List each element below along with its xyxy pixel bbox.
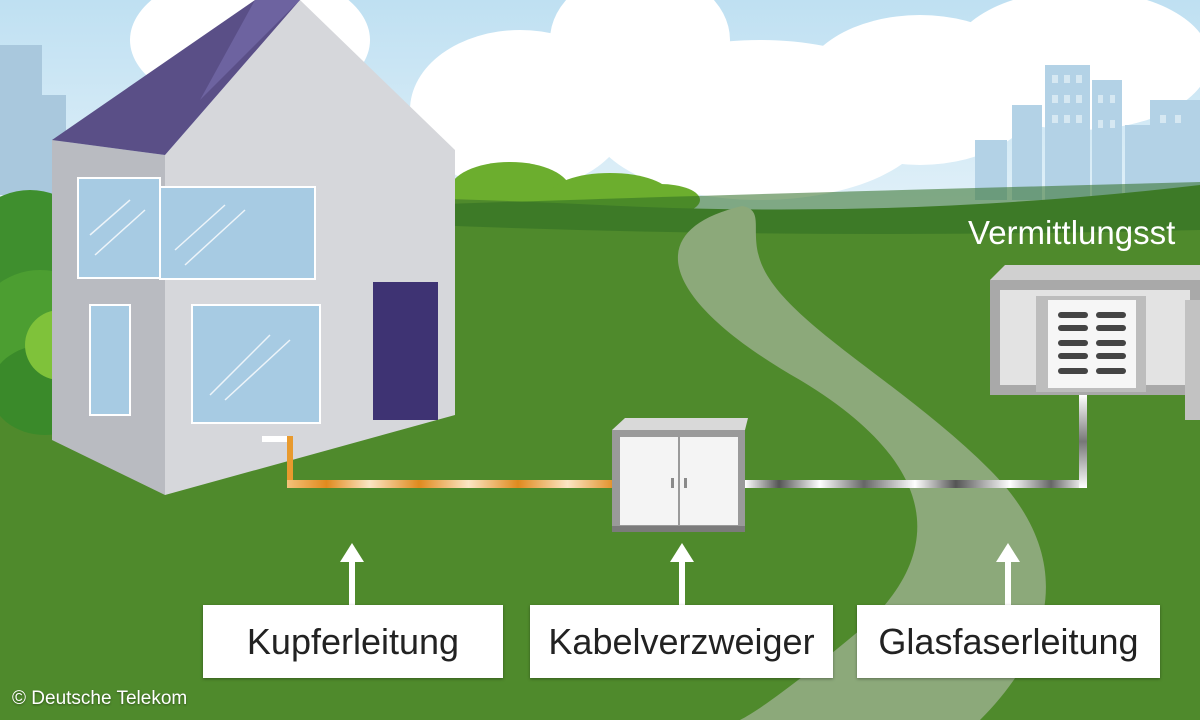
cable-distributor-cabinet xyxy=(612,418,748,532)
grass-shade xyxy=(420,182,1200,234)
arrow-up-icon xyxy=(670,543,694,605)
fiber-line-label: Glasfaserleitung xyxy=(857,605,1160,678)
copyright-notice: © Deutsche Telekom xyxy=(12,688,188,709)
exchange-building xyxy=(990,265,1200,420)
cable-distributor-label: Kabelverzweiger xyxy=(530,605,833,678)
copper-line-label: Kupferleitung xyxy=(203,605,503,678)
path xyxy=(677,206,1046,720)
city-windows xyxy=(1052,75,1181,128)
fiber-line xyxy=(745,395,1087,488)
arrow-up-icon xyxy=(996,543,1020,605)
arrow-up-icon xyxy=(340,543,364,605)
house xyxy=(52,0,455,495)
copper-line xyxy=(262,436,617,488)
arrows xyxy=(340,543,1020,605)
exchange-label: Vermittlungsst xyxy=(968,214,1176,251)
